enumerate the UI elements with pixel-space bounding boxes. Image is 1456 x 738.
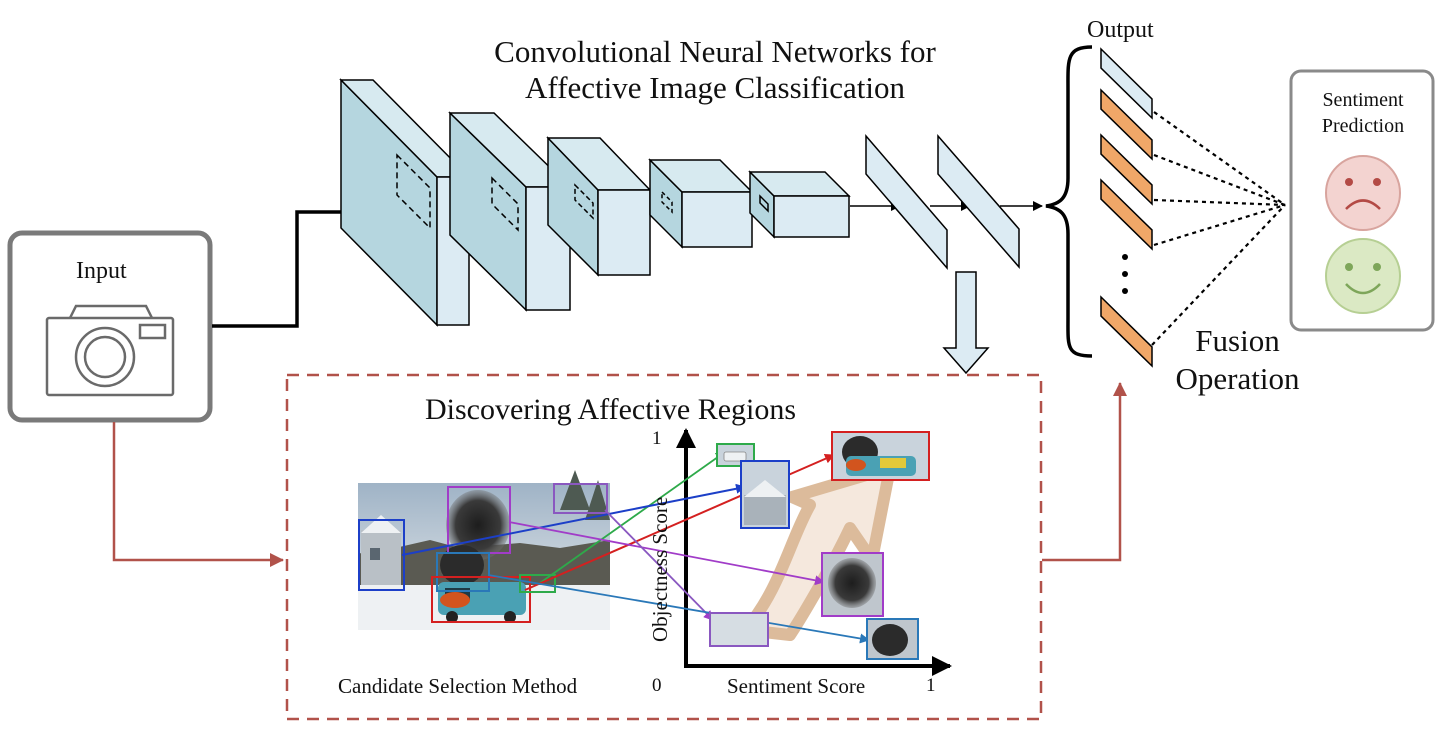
regions-to-fusion-arrow — [1042, 382, 1127, 562]
cnn-block-4 — [648, 158, 754, 249]
regions-box — [285, 373, 1043, 721]
x-axis-max: 1 — [926, 675, 936, 696]
fusion-label-line1: Fusion — [1195, 323, 1280, 358]
sentiment-title-line2: Prediction — [1321, 115, 1405, 137]
ellipsis-dot — [1122, 254, 1128, 260]
sentiment-title-line1: Sentiment — [1322, 89, 1404, 111]
output-brace — [1045, 45, 1093, 358]
cnn-title-line2: Affective Image Classification — [525, 70, 905, 105]
cnn-title-line1: Convolutional Neural Networks for — [494, 34, 936, 69]
fc-to-regions-arrow — [942, 271, 990, 375]
camera-icon — [45, 304, 175, 397]
output-bar-4 — [1100, 178, 1153, 251]
cnn-block-3 — [546, 136, 652, 277]
fc-layer-2 — [937, 133, 1020, 270]
candidate-method-label: Candidate Selection Method — [338, 674, 578, 698]
candidate-box-lavender — [553, 483, 608, 514]
cnn-block-5 — [748, 170, 851, 239]
candidate-box-red — [431, 576, 531, 623]
sad-face-icon — [1325, 155, 1401, 231]
output-bar-3 — [1100, 133, 1153, 206]
regions-title: Discovering Affective Regions — [425, 393, 797, 426]
fusion-label: Fusion Operation — [1160, 322, 1315, 398]
fc-layer-1 — [865, 133, 948, 271]
input-to-regions-arrow — [112, 422, 284, 567]
candidate-box-green — [519, 574, 556, 593]
y-axis-max: 1 — [652, 428, 662, 449]
fusion-label-line2: Operation — [1175, 361, 1300, 396]
input-box — [7, 230, 213, 423]
fusion-lines — [1151, 111, 1286, 346]
input-label: Input — [76, 258, 127, 284]
ellipsis-dot — [1122, 288, 1128, 294]
y-axis-label: Objectness Score — [648, 496, 672, 642]
cnn-title: Convolutional Neural Networks for Affect… — [440, 34, 990, 106]
x-axis-label: Sentiment Score — [727, 674, 866, 698]
output-bar-5 — [1100, 295, 1153, 368]
thumb-blue — [740, 460, 790, 529]
ellipsis-dot — [1122, 271, 1128, 277]
output-bar-1 — [1100, 47, 1153, 120]
thumb-red — [831, 431, 930, 481]
sentiment-title: Sentiment Prediction — [1293, 87, 1433, 139]
source-photo — [358, 470, 610, 630]
thumb-purple — [821, 552, 884, 617]
candidate-box-teal — [436, 552, 490, 592]
thumb-lavender — [709, 612, 769, 647]
thumb-teal — [866, 618, 919, 660]
happy-face-icon — [1325, 238, 1401, 314]
output-label: Output — [1087, 17, 1154, 43]
output-bar-2 — [1100, 88, 1153, 161]
x-axis-min: 0 — [652, 675, 662, 696]
